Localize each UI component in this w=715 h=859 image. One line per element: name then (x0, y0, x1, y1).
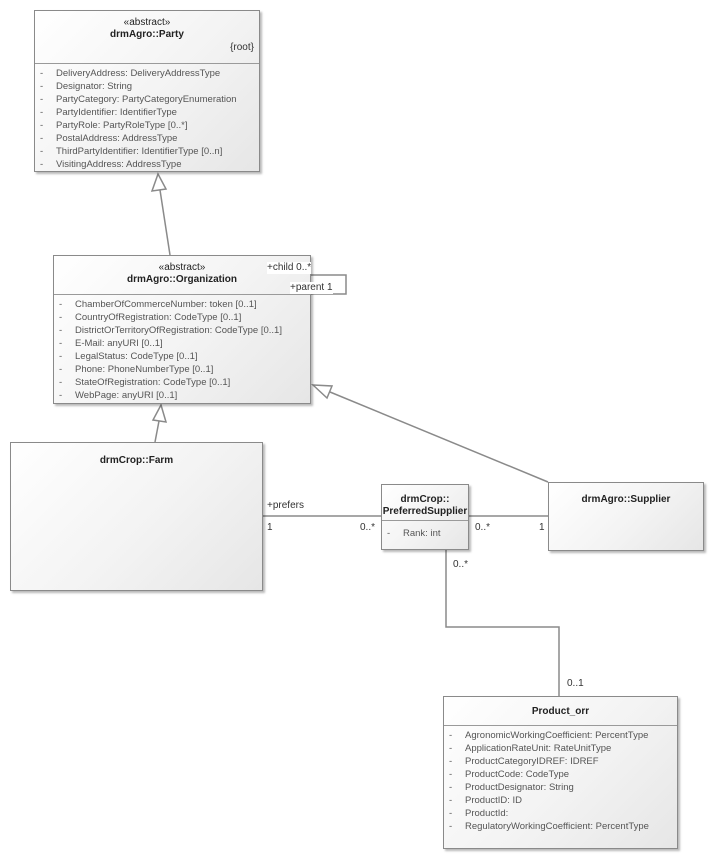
attribute-row: -VisitingAddress: AddressType (40, 159, 182, 170)
attribute-row: -ThirdPartyIdentifier: IdentifierType [0… (40, 146, 223, 157)
attribute-row: -Designator: String (40, 81, 133, 92)
generalization-arrowhead-organization-supplier (310, 384, 334, 400)
party-stereotype: «abstract» (123, 17, 171, 28)
product-multiplicity: 0..1 (567, 678, 584, 689)
attribute-row: -LegalStatus: CodeType [0..1] (59, 351, 198, 362)
attribute-row: -PartyCategory: PartyCategoryEnumeration (40, 94, 237, 105)
supplier-multiplicity: 1 (539, 522, 545, 533)
preferred-supplier-name-line2: PreferredSupplier (382, 506, 468, 517)
attribute-row: -ProductDesignator: String (449, 782, 574, 793)
organization-class-name: drmAgro::Organization (127, 274, 237, 285)
class-organization[interactable]: «abstract» drmAgro::Organization -Chambe… (53, 255, 311, 404)
class-supplier[interactable]: drmAgro::Supplier (548, 482, 704, 551)
attribute-row: -PostalAddress: AddressType (40, 133, 178, 144)
attribute-row: -StateOfRegistration: CodeType [0..1] (59, 377, 231, 388)
party-class-name: drmAgro::Party (110, 29, 184, 40)
organization-stereotype: «abstract» (158, 262, 206, 273)
generalization-arrowhead-party (150, 172, 168, 192)
generalization-farm-organization[interactable] (154, 420, 160, 443)
attribute-row: -E-Mail: anyURI [0..1] (59, 338, 163, 349)
parent-role-label: +parent 1 (290, 282, 333, 294)
generalization-organization-party[interactable] (159, 189, 171, 256)
attribute-row: -ApplicationRateUnit: RateUnitType (449, 743, 612, 754)
class-preferred-supplier[interactable]: drmCrop:: PreferredSupplier -Rank: int (381, 484, 469, 550)
organization-attributes: -ChamberOfCommerceNumber: token [0..1] -… (54, 294, 310, 402)
party-root-tag: {root} (230, 42, 254, 53)
attribute-row: -ChamberOfCommerceNumber: token [0..1] (59, 299, 257, 310)
class-farm[interactable]: drmCrop::Farm (10, 442, 263, 591)
attribute-row: -WebPage: anyURI [0..1] (59, 390, 178, 401)
generalization-supplier-organization[interactable] (329, 391, 549, 483)
preferred-bottom-multiplicity: 0..* (453, 559, 469, 570)
attribute-row: -AgronomicWorkingCoefficient: PercentTyp… (449, 730, 649, 741)
product-attributes: -AgronomicWorkingCoefficient: PercentTyp… (444, 725, 677, 833)
farm-multiplicity: 1 (267, 522, 273, 533)
attribute-row: -DistrictOrTerritoryOfRegistration: Code… (59, 325, 282, 336)
attribute-row: -Phone: PhoneNumberType [0..1] (59, 364, 214, 375)
attribute-row: -DeliveryAddress: DeliveryAddressType (40, 68, 221, 79)
attribute-row: -CountryOfRegistration: CodeType [0..1] (59, 312, 242, 323)
class-party[interactable]: «abstract» drmAgro::Party {root} -Delive… (34, 10, 260, 172)
preferred-supplier-attributes: -Rank: int (382, 520, 468, 540)
farm-class-name: drmCrop::Farm (99, 455, 174, 466)
attribute-row: -ProductCode: CodeType (449, 769, 570, 780)
attribute-row: -ProductId: (449, 808, 509, 819)
generalization-arrowhead-organization-farm (151, 403, 168, 423)
self-association-organization[interactable] (311, 274, 347, 295)
preferred-left-multiplicity: 0..* (360, 522, 376, 533)
attribute-row: -Rank: int (387, 528, 441, 539)
attribute-row: -ProductID: ID (449, 795, 523, 806)
party-attributes: -DeliveryAddress: DeliveryAddressType -D… (35, 63, 259, 171)
attribute-row: -PartyIdentifier: IdentifierType (40, 107, 177, 118)
class-product-orr[interactable]: Product_orr -AgronomicWorkingCoefficient… (443, 696, 678, 849)
attribute-row: -ProductCategoryIDREF: IDREF (449, 756, 599, 767)
prefers-role-label: +prefers (267, 500, 304, 511)
association-preferred-product[interactable] (445, 550, 560, 696)
preferred-right-multiplicity: 0..* (475, 522, 491, 533)
child-role-label: +child 0..* (267, 262, 312, 274)
supplier-class-name: drmAgro::Supplier (581, 494, 671, 505)
preferred-supplier-name-line1: drmCrop:: (400, 494, 450, 505)
attribute-row: -PartyRole: PartyRoleType [0..*] (40, 120, 188, 131)
attribute-row: -RegulatoryWorkingCoefficient: PercentTy… (449, 821, 649, 832)
product-class-name: Product_orr (531, 706, 590, 717)
